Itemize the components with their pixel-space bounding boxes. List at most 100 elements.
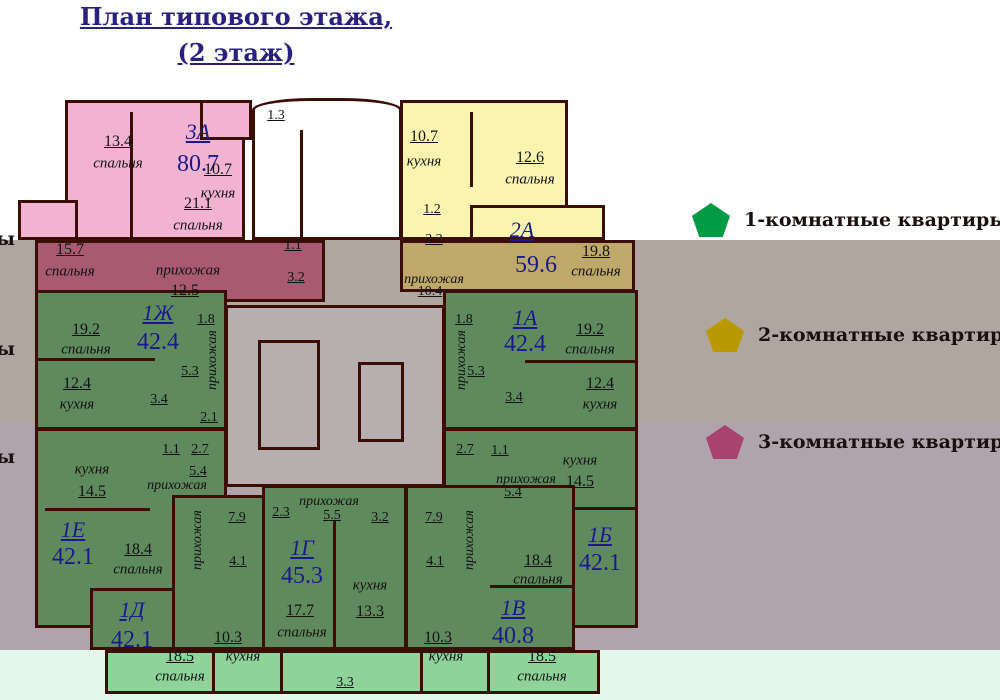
apartment-area: 42.1 bbox=[579, 550, 621, 576]
apartment-code: 1А bbox=[512, 305, 538, 330]
wall bbox=[490, 585, 575, 588]
room-name: кухня bbox=[562, 452, 598, 469]
room-area: 3.4 bbox=[150, 392, 168, 407]
room-area: 2.7 bbox=[191, 442, 209, 457]
room-area: 4.1 bbox=[229, 554, 247, 569]
wall bbox=[525, 507, 638, 510]
room-name: прихожая bbox=[299, 494, 359, 509]
room-name: спальня bbox=[61, 341, 111, 358]
wall bbox=[420, 650, 423, 694]
room-name: прихожая bbox=[454, 330, 469, 390]
room-name: спальня bbox=[277, 624, 327, 641]
wall bbox=[45, 508, 150, 511]
room-name: спальня bbox=[517, 668, 567, 685]
room-name: кухня bbox=[74, 461, 110, 478]
room-name: прихожая bbox=[462, 510, 477, 570]
legend-label: 1-комнатные квартиры bbox=[744, 209, 1000, 231]
room-area: 13.4 bbox=[104, 133, 132, 150]
room-area: 17.7 bbox=[286, 602, 314, 619]
room-name: кухня bbox=[352, 577, 388, 594]
apartment-code: 1Д bbox=[119, 597, 145, 622]
room-name: кухня bbox=[406, 153, 442, 170]
room-name: прихожая bbox=[155, 262, 221, 279]
room-area: 12.4 bbox=[586, 375, 614, 392]
wall bbox=[333, 520, 336, 650]
room-area: 14.5 bbox=[78, 483, 106, 500]
room-area: 18.4 bbox=[124, 541, 152, 558]
room-name: кухня bbox=[200, 185, 236, 202]
room-name: спальня bbox=[93, 155, 143, 172]
room-name: прихожая bbox=[205, 330, 220, 390]
apartment-code: 1В bbox=[500, 595, 526, 620]
room-area: 21.1 bbox=[184, 195, 212, 212]
room-area: 19.2 bbox=[72, 321, 100, 338]
apartment-area: 42.4 bbox=[504, 331, 546, 357]
apt-2a-lower bbox=[400, 240, 635, 292]
wall bbox=[525, 360, 638, 363]
room-area: 7.9 bbox=[228, 510, 246, 525]
room-area: 5.3 bbox=[467, 364, 485, 379]
stairwell bbox=[252, 98, 402, 240]
room-name: кухня bbox=[225, 648, 261, 665]
apartment-area: 42.1 bbox=[111, 627, 153, 653]
room-area: 3.2 bbox=[371, 510, 389, 525]
wall bbox=[130, 112, 133, 240]
room-name: спальня bbox=[113, 561, 163, 578]
apartment-code: 2А bbox=[509, 217, 535, 242]
wall bbox=[35, 358, 155, 361]
legend-item-1room: 1-комнатные квартиры bbox=[692, 203, 1000, 237]
room-name: спальня bbox=[155, 668, 205, 685]
room-area: 10.7 bbox=[410, 128, 438, 145]
room-area: 3.2 bbox=[287, 270, 305, 285]
apartment-code: 1Ж bbox=[142, 300, 174, 325]
room-area: 3.3 bbox=[336, 675, 354, 690]
wall bbox=[487, 650, 490, 694]
room-area: 5.3 bbox=[181, 364, 199, 379]
room-area: 1.2 bbox=[423, 202, 441, 217]
wall bbox=[280, 650, 283, 694]
room-1-3 bbox=[200, 100, 252, 140]
room-name: спальня bbox=[565, 341, 615, 358]
room-area: 2.7 bbox=[456, 442, 474, 457]
apartment-code: 1Е bbox=[60, 517, 86, 542]
apartment-area: 40.8 bbox=[492, 623, 534, 649]
room-name: спальня bbox=[173, 217, 223, 234]
apt-1v bbox=[405, 485, 575, 650]
apartment-area: 45.3 bbox=[281, 563, 323, 589]
room-area: 3.4 bbox=[505, 390, 523, 405]
room-area: 4.1 bbox=[426, 554, 444, 569]
room-area: 18.5 bbox=[166, 648, 194, 665]
room-area: 18.4 bbox=[524, 552, 552, 569]
room-name: прихожая bbox=[147, 478, 207, 493]
elevator-2 bbox=[358, 362, 404, 442]
room-name: спальня bbox=[571, 263, 621, 280]
room-name: спальня bbox=[45, 263, 95, 280]
room-area: 19.8 bbox=[582, 243, 610, 260]
room-name: прихожая bbox=[404, 272, 464, 287]
elevator-1 bbox=[258, 340, 320, 450]
room-area: 5.4 bbox=[189, 464, 207, 479]
room-name: спальня bbox=[505, 171, 555, 188]
room-name: кухня bbox=[59, 396, 95, 413]
apt-1d-hall bbox=[172, 495, 267, 650]
apartment-area: 42.1 bbox=[52, 544, 94, 570]
room-name: прихожая bbox=[496, 472, 556, 487]
apartment-code: 3А bbox=[185, 119, 211, 144]
wall bbox=[300, 130, 303, 240]
apartment-code: 1Г bbox=[290, 535, 314, 560]
page-subtitle: (2 этаж) bbox=[177, 38, 295, 67]
apartment-area: 80.7 bbox=[177, 151, 219, 177]
room-area: 12.5 bbox=[171, 282, 199, 299]
room-name: спальня bbox=[513, 571, 563, 588]
room-area: 10.3 bbox=[214, 629, 242, 646]
page-title: План типового этажа, bbox=[79, 2, 393, 31]
room-area: 10.3 bbox=[424, 629, 452, 646]
room-name: прихожая bbox=[190, 510, 205, 570]
room-area: 18.5 bbox=[528, 648, 556, 665]
room-area: 14.5 bbox=[566, 473, 594, 490]
room-area: 12.6 bbox=[516, 149, 544, 166]
room-area: 1.8 bbox=[197, 312, 215, 327]
room-area: 2.3 bbox=[272, 505, 290, 520]
room-area: 1.3 bbox=[267, 108, 285, 123]
green-pentagon-icon bbox=[692, 203, 730, 237]
